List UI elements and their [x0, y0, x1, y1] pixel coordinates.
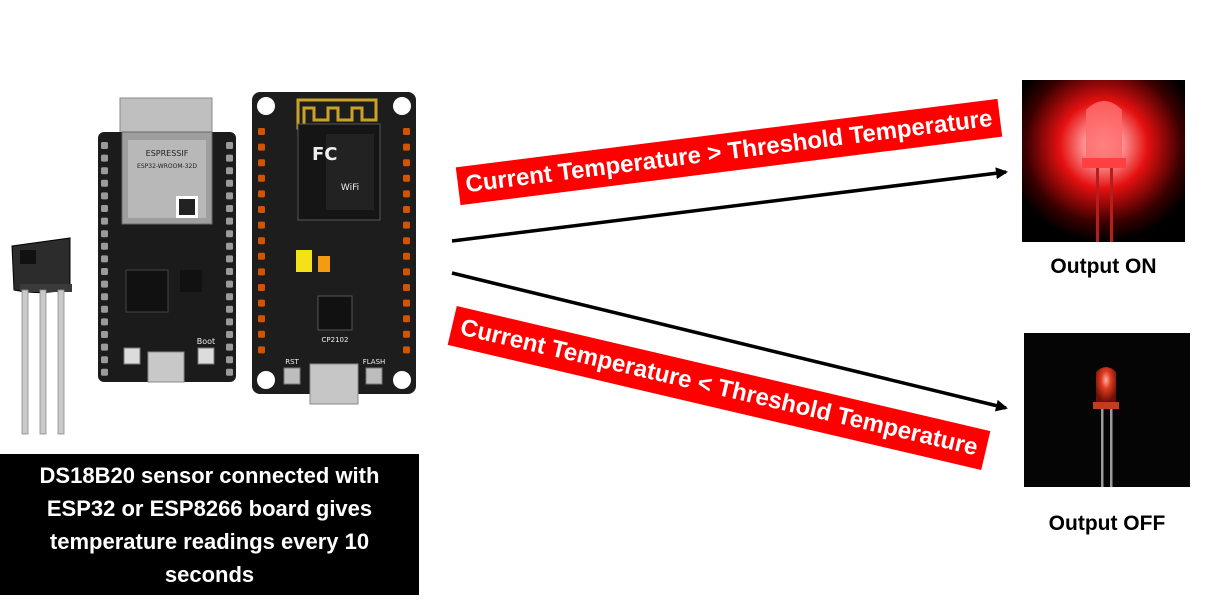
header-pin [226, 368, 233, 376]
header-pin [403, 284, 410, 291]
header-pin [258, 315, 265, 323]
header-pin [226, 167, 233, 175]
esp8266-fc-label: FC [312, 144, 338, 165]
header-pin [403, 252, 410, 260]
header-pin [258, 206, 265, 213]
header-pin [101, 255, 108, 263]
header-pin [258, 128, 265, 135]
header-pin [403, 221, 410, 229]
header-pin [258, 190, 265, 198]
header-pin [403, 143, 410, 151]
header-pin [226, 305, 233, 313]
esp32-left-pins [101, 142, 108, 376]
esp8266-rst-label: RST [285, 358, 299, 366]
esp8266-chip-label: CP2102 [322, 336, 349, 344]
esp32-boot-label: Boot [197, 337, 215, 346]
header-pin [101, 268, 108, 275]
header-pin [226, 154, 233, 162]
header-pin [101, 242, 108, 250]
header-pin [258, 284, 265, 291]
header-pin [258, 299, 265, 307]
header-pin [101, 280, 108, 288]
header-pin [101, 179, 108, 187]
header-pin [101, 331, 108, 338]
esp8266-left-pins [258, 128, 265, 354]
description-text: DS18B20 sensor connected with ESP32 or E… [39, 462, 380, 587]
header-pin [226, 343, 233, 351]
header-pin [226, 192, 233, 200]
header-pin [226, 255, 233, 263]
header-pin [258, 143, 265, 151]
output-off-label: Output OFF [1048, 512, 1166, 535]
header-pin [258, 174, 265, 182]
header-pin [101, 192, 108, 200]
header-pin [101, 154, 108, 162]
header-pin [403, 190, 410, 198]
header-pin [101, 167, 108, 175]
header-pin [258, 330, 265, 338]
esp8266-wifi-label: WiFi [341, 183, 359, 193]
header-pin [101, 142, 108, 149]
header-pin [101, 230, 108, 238]
header-pin [101, 356, 108, 364]
header-pin [226, 356, 233, 364]
header-pin [226, 179, 233, 187]
esp8266-right-pins [403, 128, 410, 354]
description-box: DS18B20 sensor connected with ESP32 or E… [0, 454, 419, 595]
header-pin [101, 368, 108, 376]
header-pin [226, 230, 233, 238]
header-pin [258, 252, 265, 260]
header-pin [258, 268, 265, 276]
header-pin [403, 174, 410, 182]
esp8266-board: FC WiFi CP2102 RST FLASH [252, 92, 416, 405]
ds18b20-sensor [11, 237, 72, 435]
header-pin [403, 299, 410, 307]
header-pin [403, 268, 410, 276]
header-pin [101, 318, 108, 326]
esp32-board: ESPRESSIF ESP32-WROOM-32D Boot [98, 97, 236, 383]
header-pin [258, 346, 265, 354]
header-pin [403, 346, 410, 354]
header-pin [101, 293, 108, 301]
led-on-image [1022, 80, 1185, 242]
header-pin [258, 221, 265, 229]
header-pin [226, 331, 233, 338]
header-pin [403, 206, 410, 213]
header-pin [226, 268, 233, 275]
header-pin [101, 305, 108, 313]
arrow-to-output-on [451, 167, 1008, 243]
header-pin [226, 293, 233, 301]
header-pin [403, 315, 410, 323]
arrow-to-output-off [451, 271, 1008, 412]
header-pin [403, 237, 410, 245]
header-pin [226, 142, 233, 149]
header-pin [101, 205, 108, 212]
esp32-right-pins [226, 142, 233, 376]
header-pin [403, 128, 410, 135]
esp8266-flash-label: FLASH [363, 358, 386, 366]
header-pin [258, 237, 265, 245]
header-pin [226, 280, 233, 288]
output-on-label: Output ON [1050, 255, 1157, 278]
header-pin [101, 343, 108, 351]
header-pin [226, 318, 233, 326]
header-pin [226, 217, 233, 225]
header-pin [403, 330, 410, 338]
led-off-image [1024, 333, 1190, 487]
header-pin [403, 159, 410, 167]
header-pin [226, 242, 233, 250]
header-pin [226, 205, 233, 212]
esp32-brand-label: ESPRESSIF [146, 149, 189, 158]
header-pin [258, 159, 265, 167]
header-pin [101, 217, 108, 225]
esp32-module-label: ESP32-WROOM-32D [137, 163, 197, 170]
